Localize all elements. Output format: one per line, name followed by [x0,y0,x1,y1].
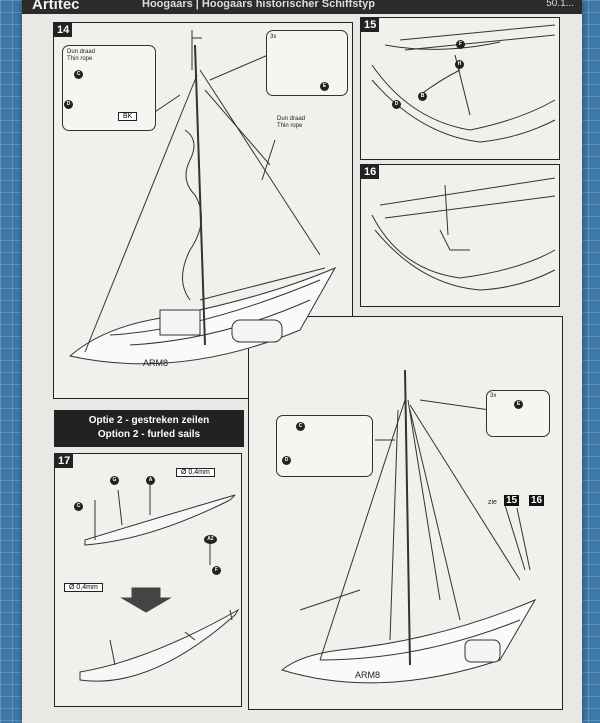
boom-drawings-step-17 [79,485,240,682]
diameter-label-17a: Ø 0,4mm [176,468,215,477]
bk-label: BK [118,112,138,121]
part-f-marker: F [456,40,465,49]
sheet-code: 50.1... [546,0,574,9]
part-a-marker: A [146,476,155,485]
part-e-marker-18: E [514,400,523,409]
top-detail-callout-14 [266,30,348,96]
part-e-marker: E [320,82,329,91]
part-f-marker-17: F [212,566,221,575]
part-c-marker: C [74,70,83,79]
part-d-marker-18: D [282,456,291,465]
zie-step-16-ref: 16 [529,495,545,506]
zie-step-15-ref: 15 [504,495,520,506]
knot-detail-callout-14 [62,45,156,131]
part-d-marker-15: D [392,100,401,109]
boat-drawing-step-14 [68,30,337,365]
thin-rope-label-dutch-1: Dun draad [67,49,96,55]
hull-name-14: ARM8 [143,358,169,368]
option-2-banner: Optie 2 - gestreken zeilen Option 2 - fu… [54,410,244,447]
boat-drawing-step-18 [280,369,537,684]
part-d-marker: D [64,100,73,109]
step-16-number: 16 [361,165,380,179]
zie-label: zie [488,499,497,506]
banner-line-english: Option 2 - furled sails [97,429,201,440]
thin-rope-label-english-1: Thin rope [67,56,93,62]
hull-name-18: ARM8 [355,670,381,680]
part-c-marker-17: C [74,502,83,511]
multiplier-label-18: 3x [490,393,497,399]
knot-detail-callout-18 [276,415,373,477]
part-a2-marker: A2 [204,535,217,544]
multiplier-label-14: 3x [270,34,277,40]
step-14-number: 14 [54,23,73,37]
part-h-marker: H [455,60,464,69]
top-detail-callout-18 [486,390,550,437]
part-g-marker: G [110,476,119,485]
thin-rope-label-english-2: Thin rope [277,123,303,129]
sheet-header: Artitec Hoogaars | Hoogaars historischer… [22,0,582,14]
diameter-label-17b: Ø 0,4mm [64,583,103,592]
thin-rope-label-dutch-2: Dun draad [277,116,306,122]
boat-detail-step-16 [371,177,556,291]
banner-line-dutch: Optie 2 - gestreken zeilen [88,415,210,426]
step-17-number: 17 [55,454,74,468]
part-b-marker: B [418,92,427,101]
brand-logo: Artitec [32,0,80,13]
sheet-title: Hoogaars | Hoogaars historischer Schiffs… [142,0,375,10]
step-16-panel: 16 [360,164,560,307]
step-15-number: 15 [361,18,380,32]
down-arrow-icon [120,587,172,613]
part-c-marker-18: C [296,422,305,431]
